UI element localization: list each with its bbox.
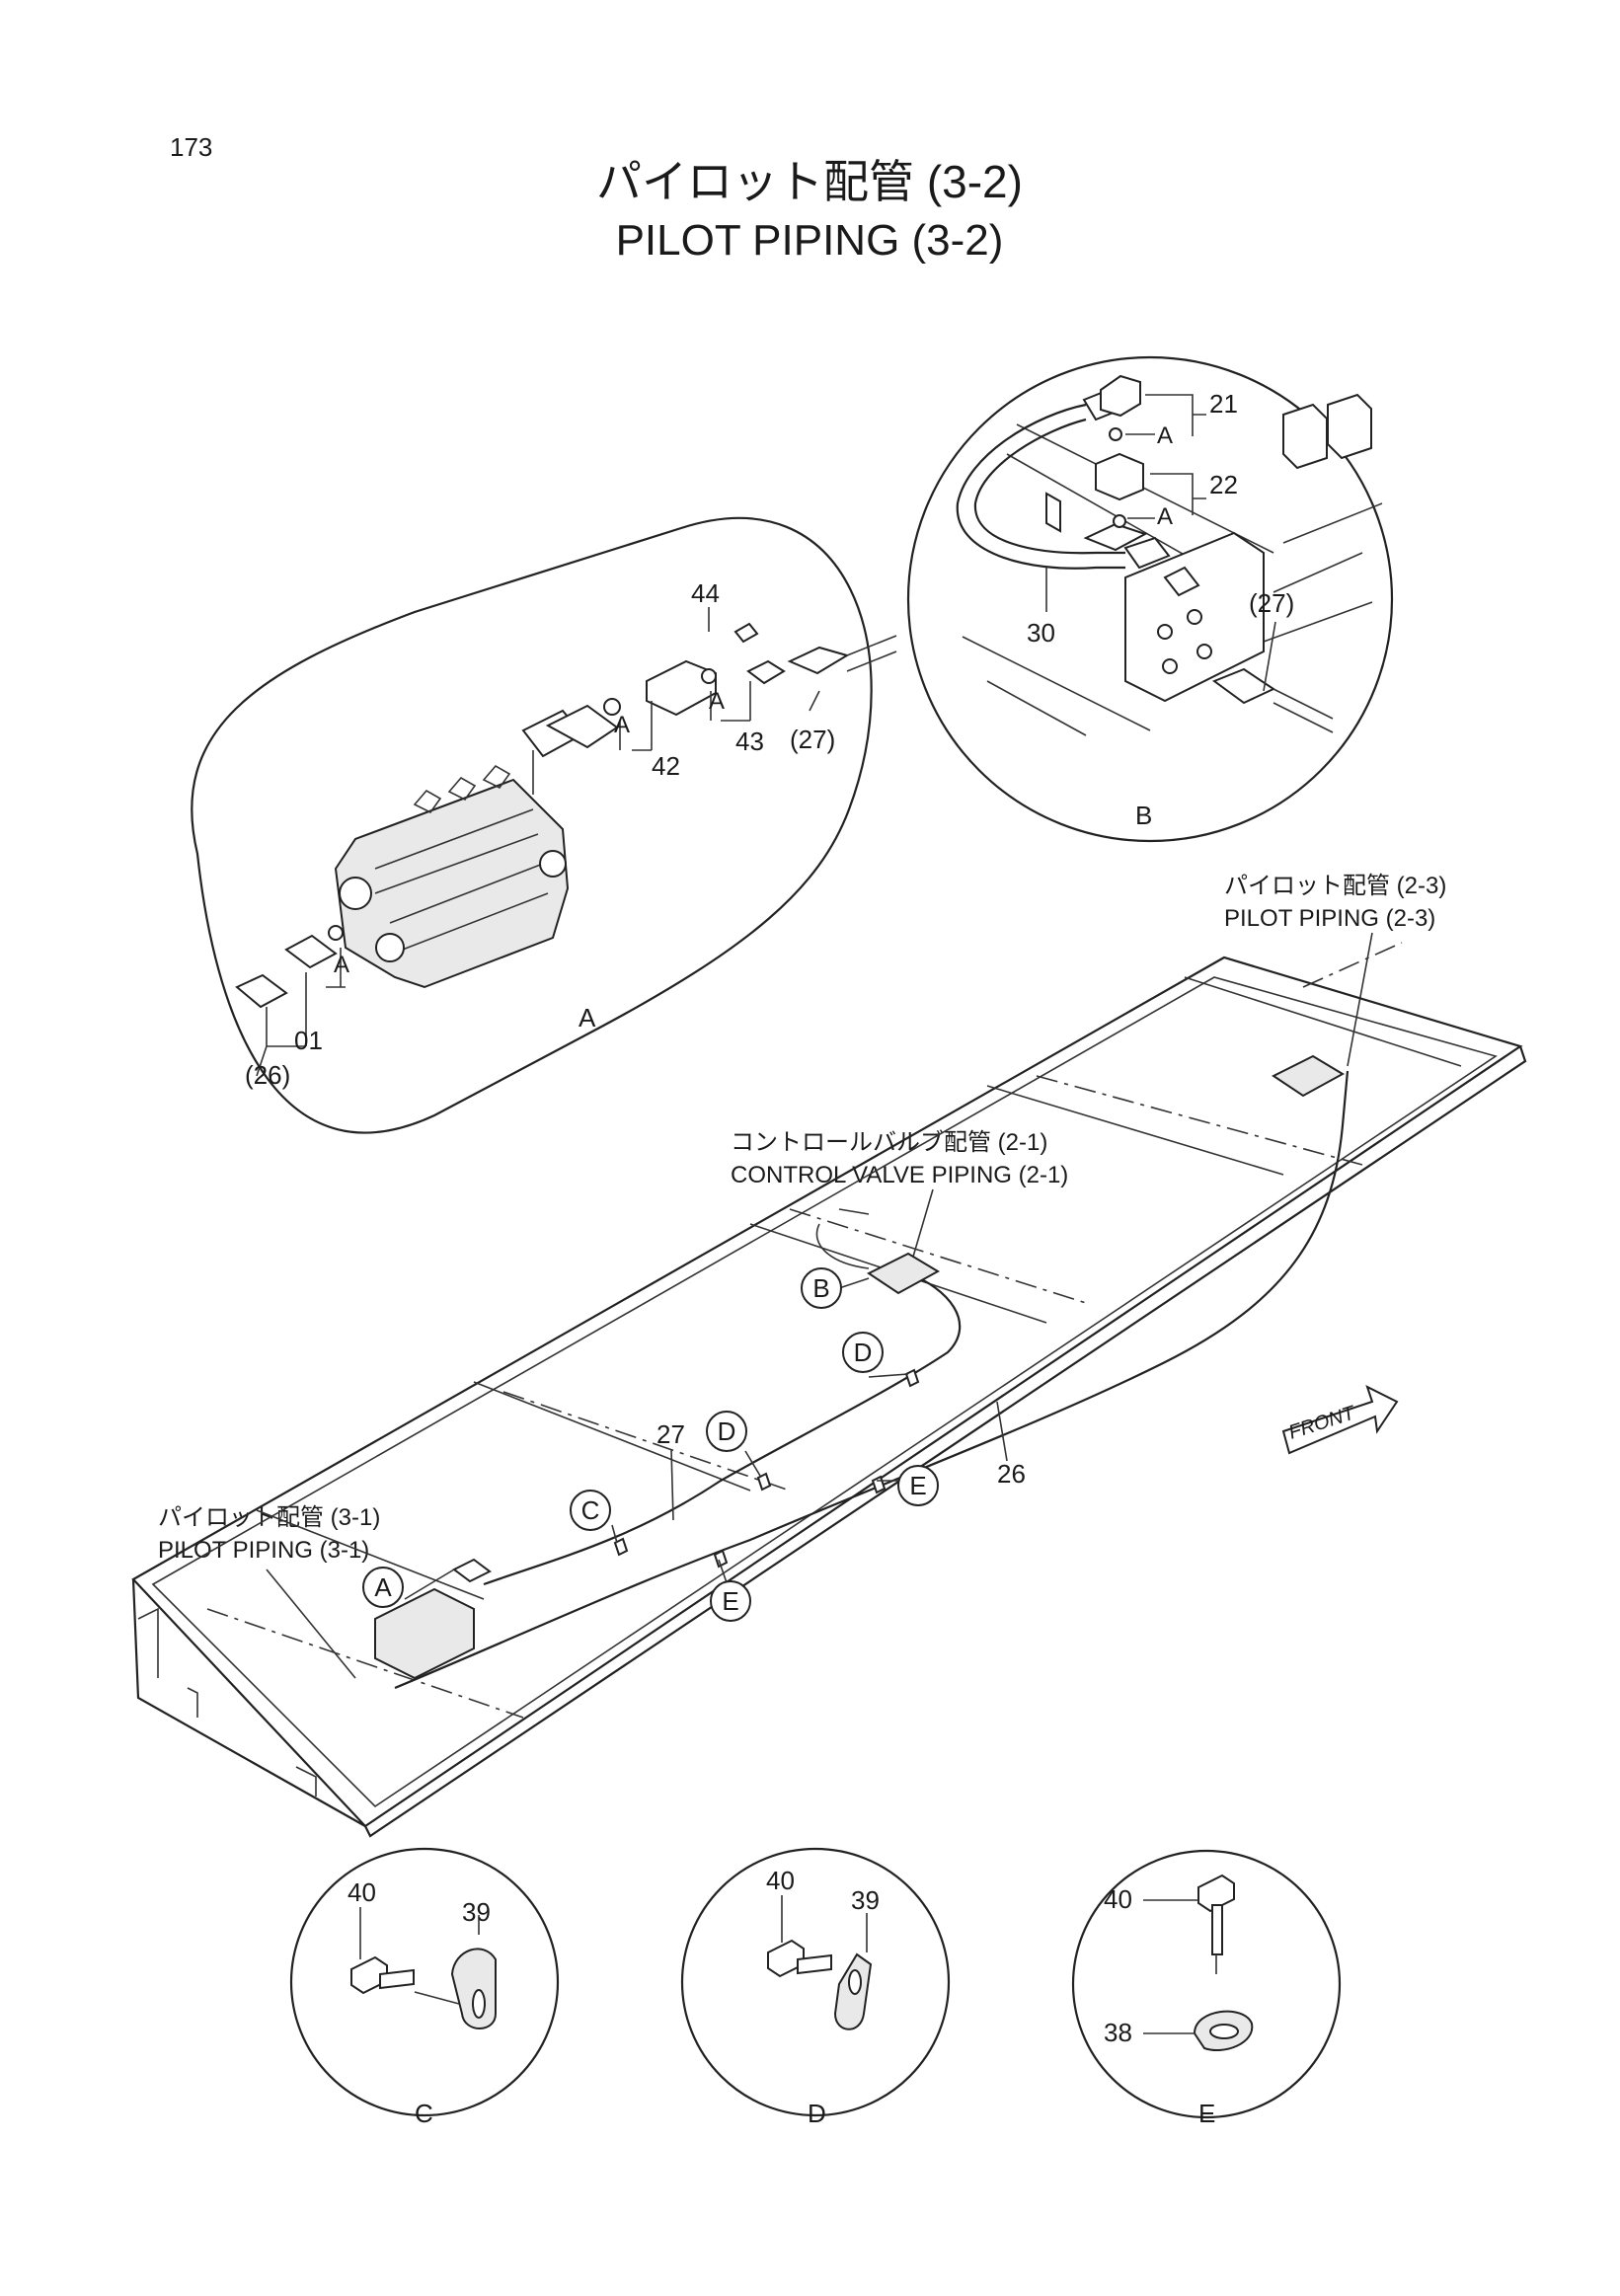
ref-pilot-2-3-jp: パイロット配管 (2-3) <box>1224 873 1446 899</box>
callout-01: 01 <box>294 1026 323 1055</box>
oring-label-a3: A <box>334 952 349 978</box>
svg-text:D: D <box>718 1416 736 1446</box>
hose-label-27: 27 <box>656 1419 685 1449</box>
detail-b: 21 22 30 (27) A A B <box>906 355 1394 843</box>
detail-bubble-c: C <box>570 1490 611 1531</box>
oring-label-a2: A <box>709 688 725 715</box>
detail-a: 44 42 43 (27) 01 (26) A A A A <box>191 516 897 1134</box>
callout-38-e: 38 <box>1104 2018 1132 2047</box>
svg-text:E: E <box>722 1586 738 1616</box>
detail-a-letter: A <box>579 1003 596 1033</box>
page-title-en: PILOT PIPING (3-2) <box>616 216 1004 265</box>
page-number: 173 <box>170 132 212 162</box>
detail-b-letter: B <box>1135 801 1152 830</box>
oring-label-a1: A <box>614 712 630 738</box>
svg-text:C: C <box>581 1495 600 1525</box>
svg-text:E: E <box>909 1471 926 1500</box>
callout-26-a: (26) <box>245 1060 290 1090</box>
ref-pilot-3-1-en: PILOT PIPING (3-1) <box>158 1537 369 1564</box>
callout-22: 22 <box>1209 470 1238 499</box>
detail-d: 40 39 D <box>680 1847 951 2128</box>
svg-text:B: B <box>812 1273 829 1303</box>
detail-e-letter: E <box>1198 2099 1215 2128</box>
callout-40-d: 40 <box>766 1866 795 1895</box>
svg-text:A: A <box>374 1572 392 1602</box>
oring-label-b2: A <box>1157 503 1173 530</box>
page-title-jp: パイロット配管 (3-2) <box>596 156 1023 207</box>
control-valve-block <box>334 764 570 989</box>
detail-bubble-d1: D <box>706 1411 747 1452</box>
callout-43: 43 <box>735 727 764 756</box>
front-arrow: FRONT <box>1281 1385 1399 1455</box>
detail-c-letter: C <box>415 2099 433 2128</box>
callout-42: 42 <box>652 751 680 781</box>
ref-pilot-2-3-en: PILOT PIPING (2-3) <box>1224 905 1435 932</box>
hose-label-26: 26 <box>997 1459 1026 1489</box>
oring-label-b1: A <box>1157 422 1173 449</box>
detail-bubble-d2: D <box>842 1332 884 1373</box>
ref-control-valve-jp: コントロールバルブ配管 (2-1) <box>731 1129 1047 1156</box>
detail-c: 40 39 C <box>289 1847 560 2128</box>
callout-27-a: (27) <box>790 725 835 754</box>
svg-text:D: D <box>854 1338 873 1367</box>
callout-39-d: 39 <box>851 1885 880 1915</box>
main-frame-view: 27 26 <box>131 942 1527 1838</box>
callout-39-c: 39 <box>462 1897 491 1927</box>
callout-21: 21 <box>1209 389 1238 419</box>
callout-27-b: (27) <box>1249 588 1294 618</box>
callout-44: 44 <box>691 578 720 608</box>
detail-bubble-a: A <box>362 1567 404 1608</box>
detail-bubble-e2: E <box>710 1580 751 1622</box>
detail-bubble-e1: E <box>897 1465 939 1506</box>
callout-40-e: 40 <box>1104 1884 1132 1914</box>
callout-40-c: 40 <box>347 1877 376 1907</box>
detail-bubble-b: B <box>801 1267 842 1309</box>
callout-30: 30 <box>1027 618 1055 648</box>
detail-e: 40 38 E <box>1071 1849 1342 2128</box>
ref-control-valve-en: CONTROL VALVE PIPING (2-1) <box>731 1162 1068 1188</box>
detail-d-letter: D <box>808 2099 826 2128</box>
